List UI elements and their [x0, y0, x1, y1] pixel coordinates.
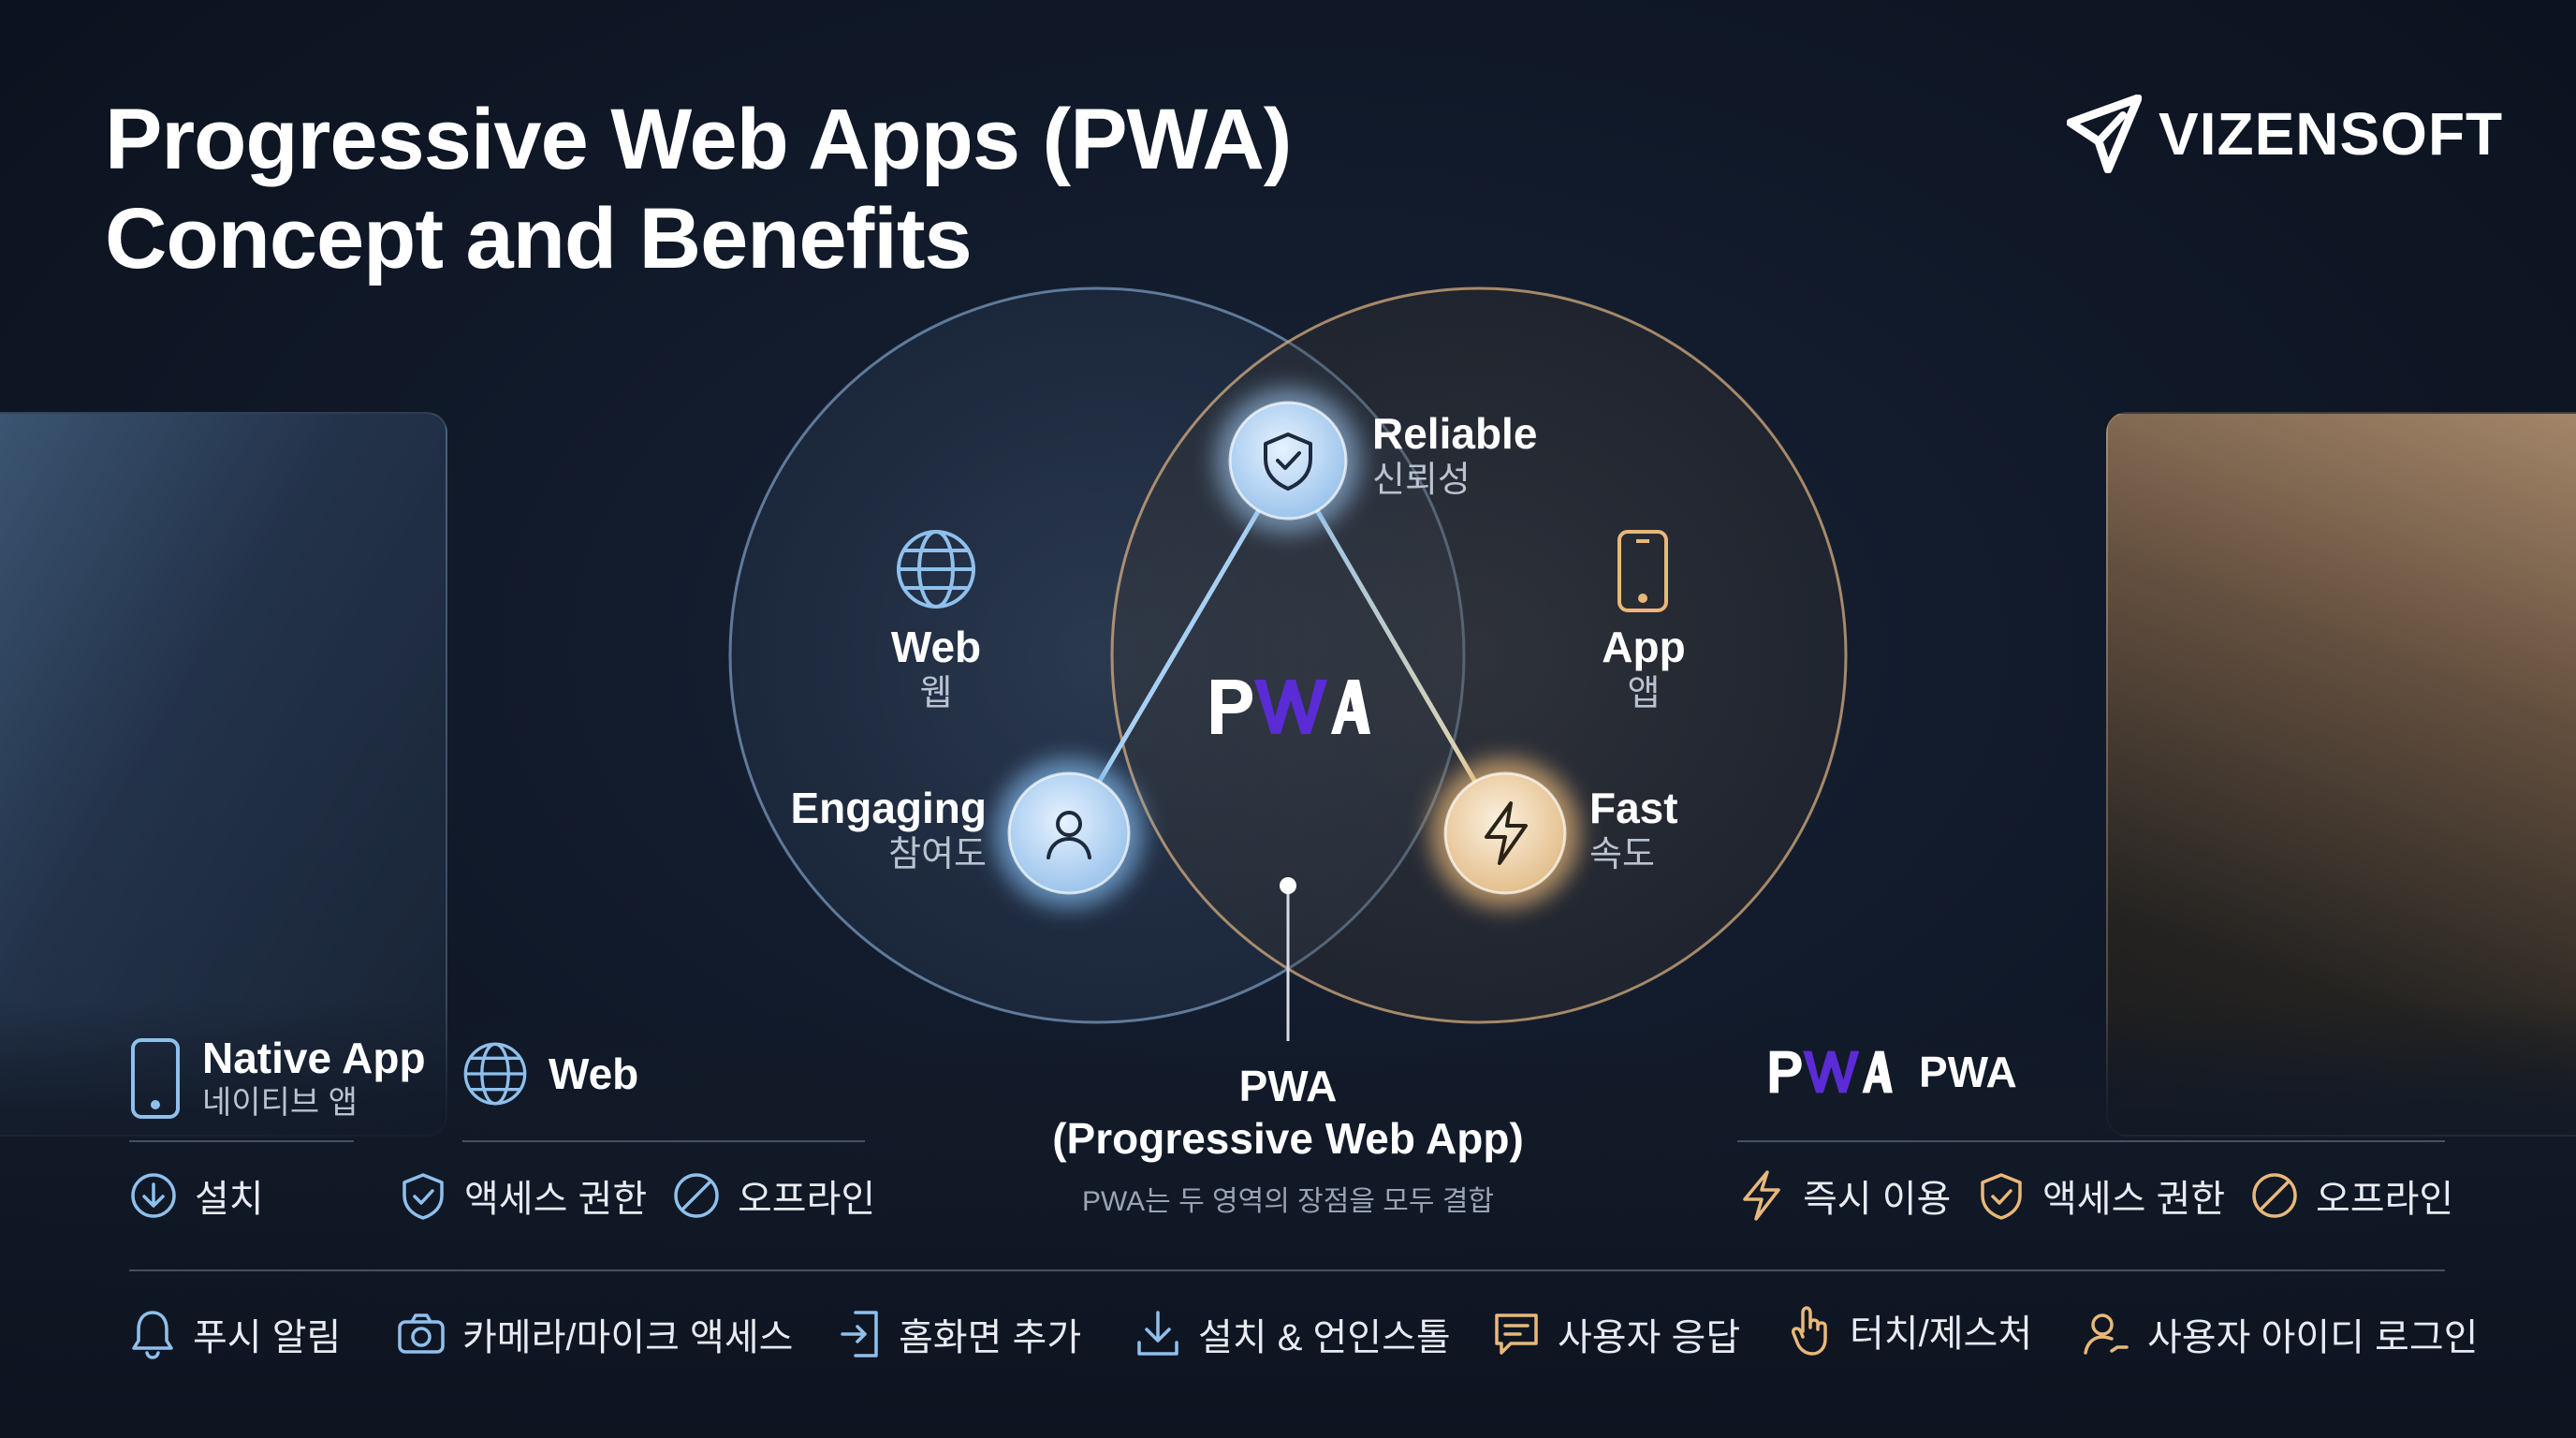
feature-label: 사용자 아이디 로그인 — [2147, 1317, 2479, 1358]
app-title: App — [1602, 623, 1686, 671]
globe-icon — [463, 1042, 527, 1106]
feature-label: 설치 & 언인스톨 — [1198, 1317, 1451, 1358]
title-line-2: Concept and Benefits — [105, 191, 973, 286]
bottom-feature-response: 사용자 응답 — [1492, 1307, 1740, 1361]
add-to-home-icon — [841, 1311, 878, 1357]
download-icon — [1137, 1311, 1178, 1356]
native-app-subtitle: 네이티브 앱 — [202, 1085, 358, 1121]
shield-check-icon — [1264, 433, 1312, 491]
feature-label: 설치 — [195, 1179, 264, 1220]
bottom-feature-homescreen: 홈화면 추가 — [839, 1307, 1081, 1361]
no-entry-icon — [674, 1173, 719, 1218]
reliable-subtitle: 신뢰성 — [1372, 461, 1471, 500]
lightning-icon — [1743, 1170, 1780, 1221]
right-feature-offline: 오프라인 — [2250, 1168, 2453, 1223]
feature-label: 카메라/마이크 액세스 — [462, 1317, 794, 1358]
left-feature-install: 설치 — [129, 1168, 264, 1223]
engaging-title: Engaging — [790, 784, 987, 832]
title-line-1: Progressive Web Apps (PWA) — [105, 92, 1292, 187]
web-category-title: Web — [549, 1049, 639, 1098]
pwa-category-title: PWA — [1919, 1048, 2017, 1096]
caption-pwa: PWA — [1238, 1062, 1338, 1110]
feature-label: 푸시 알림 — [193, 1317, 342, 1358]
globe-icon — [897, 530, 975, 609]
no-entry-icon — [2252, 1173, 2297, 1218]
pwa-category: PWA — [1765, 1047, 2017, 1097]
vizensoft-logo-icon — [2067, 95, 2142, 173]
reliable-title: Reliable — [1372, 409, 1538, 458]
native-app-title: Native App — [202, 1034, 426, 1082]
fast-subtitle: 속도 — [1589, 835, 1655, 874]
bottom-feature-camera: 카메라/마이크 액세스 — [397, 1307, 793, 1361]
pwa-caption: PWA (Progressive Web App) PWA는 두 영역의 장점을… — [1002, 1060, 1574, 1219]
lightning-icon — [1485, 801, 1528, 865]
camera-icon — [398, 1313, 445, 1354]
bottom-feature-touch: 터치/제스처 — [1788, 1303, 2032, 1357]
app-label: App 앱 — [1550, 622, 1737, 715]
feature-label: 홈화면 추가 — [899, 1317, 1082, 1358]
download-circle-icon — [131, 1173, 176, 1218]
page-title: Progressive Web Apps (PWA) Concept and B… — [105, 90, 1415, 288]
right-feature-permissions: 액세스 권한 — [1977, 1168, 2225, 1223]
web-subtitle: 웹 — [919, 674, 953, 713]
bottom-panel — [0, 1002, 2576, 1438]
reliable-label: Reliable 신뢰성 — [1372, 408, 1616, 502]
divider-web — [462, 1140, 865, 1142]
feature-label: 터치/제스처 — [1850, 1313, 2033, 1355]
app-subtitle: 앱 — [1627, 674, 1661, 713]
left-feature-offline: 오프라인 — [672, 1168, 875, 1223]
web-title: Web — [890, 623, 982, 671]
feature-label: 액세스 권한 — [2042, 1179, 2226, 1220]
divider-bottom — [129, 1269, 2445, 1271]
caption-full-name: (Progressive Web App) — [1052, 1114, 1524, 1163]
divider-native — [129, 1140, 354, 1142]
pointer-dot — [1280, 877, 1296, 894]
chat-icon — [1495, 1313, 1538, 1355]
web-label: Web 웹 — [842, 622, 1030, 715]
divider-pwa — [1737, 1140, 2445, 1142]
bottom-feature-push: 푸시 알림 — [129, 1307, 341, 1361]
brand-name: VIZENSOFT — [2159, 100, 2504, 168]
user-login-icon — [2084, 1313, 2129, 1355]
bell-icon — [132, 1311, 173, 1359]
smartphone-icon — [131, 1038, 180, 1119]
user-icon — [1046, 811, 1091, 859]
feature-label: 즉시 이용 — [1803, 1179, 1952, 1220]
feature-label: 오프라인 — [738, 1179, 876, 1220]
fast-title: Fast — [1589, 784, 1678, 832]
engaging-label: Engaging 참여도 — [726, 783, 987, 876]
feature-label: 액세스 권한 — [464, 1179, 648, 1220]
fast-label: Fast 속도 — [1589, 783, 1777, 876]
feature-label: 사용자 응답 — [1558, 1317, 1741, 1358]
native-app-category: Native App 네이티브 앱 — [129, 1034, 426, 1123]
shield-check-icon — [1981, 1173, 2022, 1220]
web-category: Web — [462, 1041, 638, 1107]
right-feature-instant: 즉시 이용 — [1737, 1168, 1951, 1223]
bottom-feature-login: 사용자 아이디 로그인 — [2082, 1307, 2478, 1361]
caption-note: PWA는 두 영역의 장점을 모두 결합 — [1081, 1186, 1495, 1217]
bottom-feature-install: 설치 & 언인스톨 — [1134, 1307, 1451, 1361]
touch-icon — [1792, 1306, 1827, 1356]
shield-check-icon — [402, 1173, 444, 1220]
left-feature-permissions: 액세스 권한 — [399, 1168, 647, 1223]
pwa-logo — [1769, 1050, 1893, 1093]
smartphone-icon — [1617, 530, 1668, 612]
fast-node — [1443, 771, 1567, 895]
brand-logo: VIZENSOFT — [2067, 92, 2503, 176]
engaging-subtitle: 참여도 — [888, 835, 987, 874]
feature-label: 오프라인 — [2316, 1179, 2454, 1220]
reliable-node — [1228, 401, 1348, 521]
pwa-center-logo — [1211, 680, 1370, 734]
